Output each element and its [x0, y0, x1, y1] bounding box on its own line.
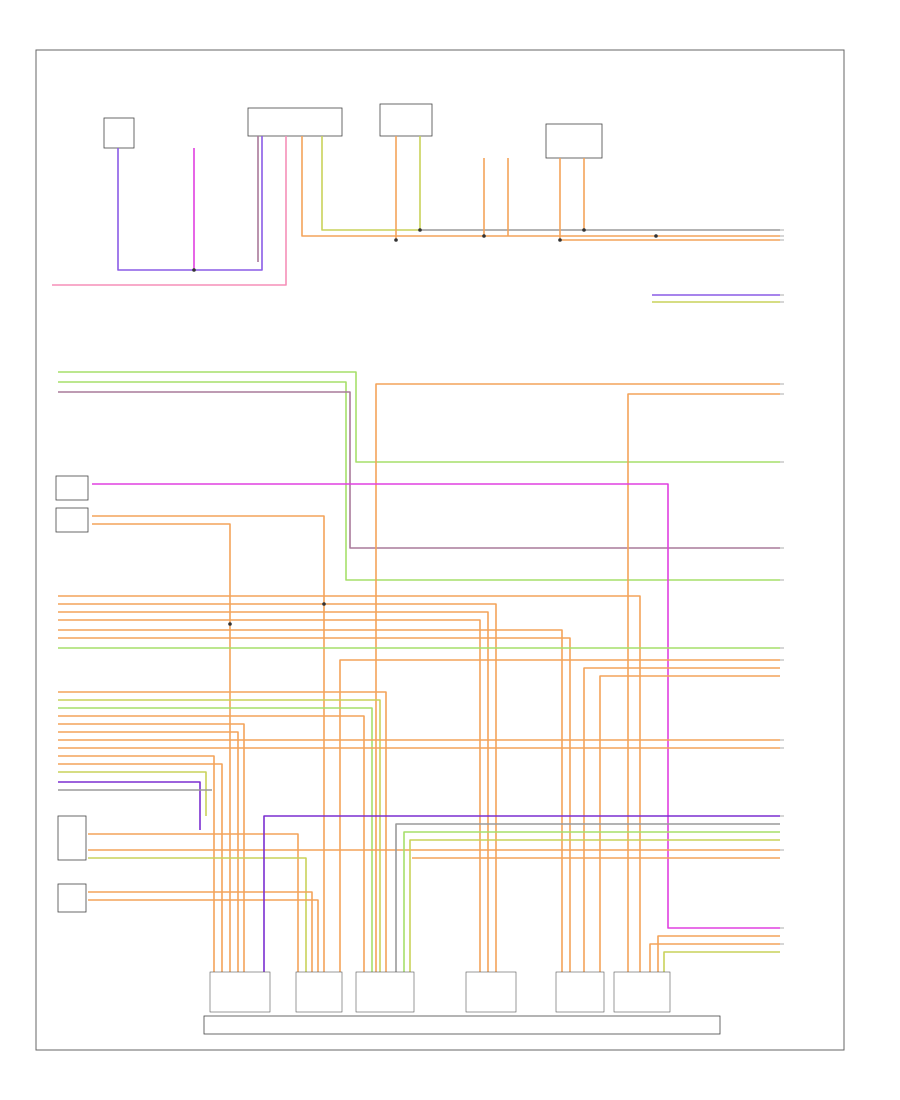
- wires: [52, 136, 780, 1010]
- diagram-frame: [35, 49, 845, 1051]
- wire-orange-7: [375, 383, 780, 1010]
- wire-olive-4: [58, 771, 207, 816]
- component-box-7: [57, 815, 87, 861]
- wire-olive-1: [321, 136, 421, 231]
- wire-violet-1: [58, 781, 201, 830]
- wire-orange-18: [583, 667, 780, 1010]
- wire-orange-16: [58, 637, 571, 1010]
- wire-orange-13: [58, 611, 489, 1010]
- wire-orange-11: [58, 595, 641, 1010]
- wire-orange-27: [58, 763, 223, 1010]
- wire-magenta-1: [92, 483, 780, 929]
- wire-olive-7: [663, 951, 780, 1010]
- wire-orange-23: [58, 731, 239, 1010]
- wire-orange-14: [58, 619, 481, 1010]
- wire-orange-21: [58, 715, 365, 1010]
- wire-violet-2: [263, 815, 780, 1010]
- wire-orange-1: [301, 136, 780, 237]
- wire-orange-26: [58, 755, 215, 1010]
- wire-orange-15: [58, 629, 563, 1010]
- wire-olive-3: [58, 699, 381, 1010]
- splice-points: [192, 228, 658, 626]
- component-box-2: [247, 107, 343, 137]
- wire-orange-12: [58, 603, 497, 1010]
- wire-orange-28: [88, 833, 299, 1010]
- wire-green-5: [403, 831, 780, 1010]
- wire-orange-30: [88, 891, 313, 1010]
- wire-purple-1: [117, 136, 263, 271]
- connector-pins: [209, 971, 671, 1013]
- wire-mauve-2: [58, 391, 780, 549]
- connector-block: [203, 1015, 721, 1035]
- wire-orange-17: [339, 659, 780, 1010]
- wire-orange-31: [88, 899, 319, 1010]
- component-box-3: [379, 103, 433, 137]
- wire-green-4: [58, 707, 373, 1010]
- wire-orange-19: [599, 675, 780, 1010]
- wire-green-1: [58, 371, 780, 463]
- wire-orange-8: [627, 393, 780, 1010]
- wire-pink-2: [52, 136, 287, 286]
- terminals-right: [780, 229, 784, 945]
- component-box-6: [55, 507, 89, 533]
- component-box-8: [57, 883, 87, 913]
- wire-green-2: [58, 381, 780, 581]
- wire-orange-22: [58, 723, 245, 1010]
- component-box-4: [545, 123, 603, 159]
- wire-orange-9: [92, 515, 325, 1010]
- top-components: [55, 103, 721, 1035]
- wire-olive-6: [409, 839, 780, 1010]
- wire-orange-5: [559, 158, 780, 241]
- component-box-1: [103, 117, 135, 149]
- component-box-5: [55, 475, 89, 501]
- wire-orange-33: [657, 935, 780, 1010]
- wire-orange-20: [58, 691, 387, 1010]
- wire-olive-5: [88, 857, 307, 1010]
- wire-grey-3: [395, 823, 780, 1010]
- wire-orange-10: [92, 523, 231, 1010]
